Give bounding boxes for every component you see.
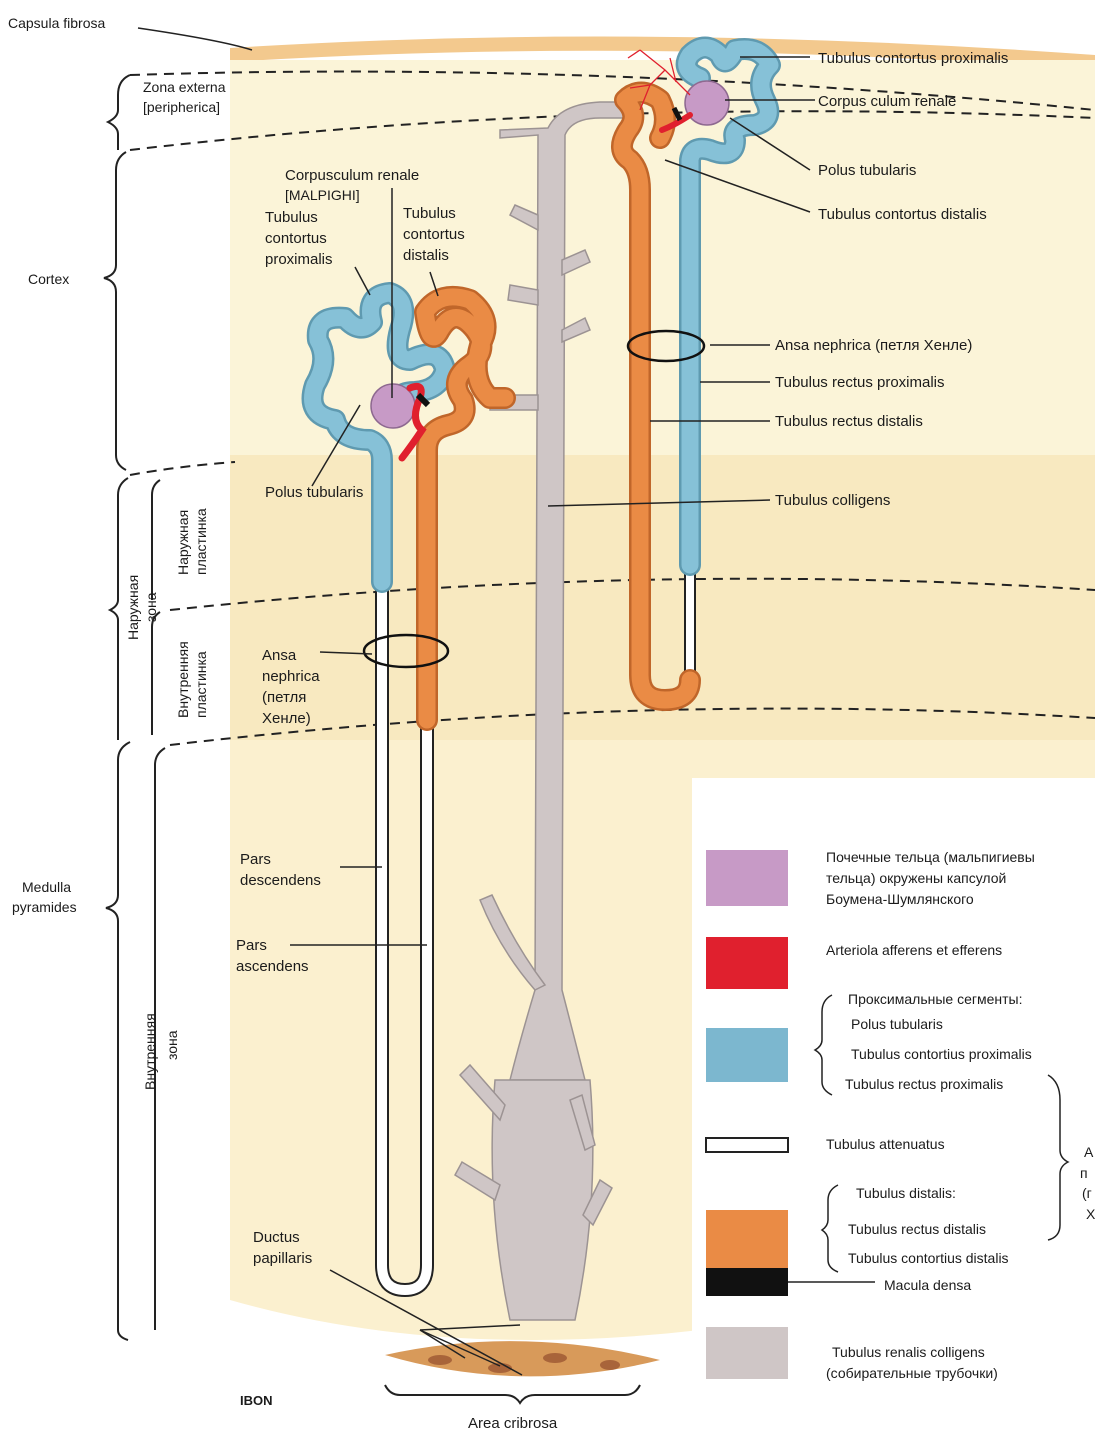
legend-dist-head: Tubulus distalis: — [856, 1185, 956, 1201]
label-ansa-left-4: Хенле) — [262, 710, 311, 727]
legend-attenuatus: Tubulus attenuatus — [826, 1136, 945, 1152]
label-zona-externa: Zona externa — [143, 79, 226, 95]
label-tcd-left-2: contortus — [403, 226, 465, 243]
label-polus-left: Polus tubularis — [265, 484, 363, 501]
label-tcp-left-3: proximalis — [265, 251, 333, 268]
label-corpus-right: Corpus culum renale — [818, 93, 956, 110]
legend-prox-1: Polus tubularis — [851, 1016, 943, 1032]
label-ansa-left-1: Ansa — [262, 647, 297, 664]
label-zona-externa-sub: [peripherica] — [143, 99, 220, 115]
zone-brackets — [104, 75, 165, 1340]
label-area-cribrosa: Area cribrosa — [468, 1415, 558, 1432]
pore-4 — [600, 1360, 620, 1370]
legend-corpuscles-2: тельца) окружены капсулой — [826, 870, 1006, 886]
label-ansa-left-3: (петля — [262, 689, 306, 706]
legend-swatch-corpuscle — [706, 850, 788, 906]
legend-henle-2: п — [1080, 1165, 1088, 1181]
legend-prox-2: Tubulus contortius proximalis — [851, 1046, 1032, 1062]
label-pars-desc-1: Pars — [240, 851, 271, 868]
legend-swatch-distal — [706, 1210, 788, 1268]
label-ansa-right: Ansa nephrica (петля Хенле) — [775, 337, 972, 354]
label-ansa-left-2: nephrica — [262, 668, 320, 685]
label-polus-right: Polus tubularis — [818, 162, 916, 179]
legend-corpuscles-3: Боумена-Шумлянского — [826, 891, 974, 907]
right-corpuscle — [685, 81, 729, 125]
label-tcp-left-1: Tubulus — [265, 209, 318, 226]
legend-arteriola: Arteriola afferens et efferens — [826, 942, 1002, 958]
label-colligens: Tubulus colligens — [775, 492, 890, 509]
label-pars-asc-2: ascendens — [236, 958, 309, 975]
label-pars-desc-2: descendens — [240, 872, 321, 889]
legend-henle-4: Х — [1086, 1206, 1095, 1222]
label-capsula-fibrosa: Capsula fibrosa — [8, 15, 105, 31]
legend-colligens-1: Tubulus renalis colligens — [832, 1344, 985, 1360]
pore-1 — [428, 1355, 452, 1365]
label-pars-asc-1: Pars — [236, 937, 267, 954]
legend-henle-1: А — [1084, 1144, 1094, 1160]
label-tcd-left-3: distalis — [403, 247, 449, 264]
label-medulla-sub: pyramides — [12, 899, 77, 915]
label-ductus-2: papillaris — [253, 1250, 312, 1267]
legend-dist-2: Tubulus contortius distalis — [848, 1250, 1009, 1266]
legend-prox-3: Tubulus rectus proximalis — [845, 1076, 1003, 1092]
label-medulla: Medulla — [22, 879, 71, 895]
pore-3 — [543, 1353, 567, 1363]
label-tcd-right: Tubulus contortus distalis — [818, 206, 987, 223]
logo-mark: IBON — [240, 1393, 273, 1408]
legend-henle-3: (г — [1082, 1185, 1092, 1201]
label-tcp-right: Tubulus contortus proximalis — [818, 50, 1008, 67]
legend-swatch-attenuatus — [706, 1138, 788, 1152]
legend-dist-1: Tubulus rectus distalis — [848, 1221, 986, 1237]
legend-prox-head: Проксимальные сегменты: — [848, 991, 1022, 1007]
legend-swatch-collecting — [706, 1327, 788, 1379]
label-corpusculum: Corpusculum renale — [285, 167, 419, 184]
label-cortex: Cortex — [28, 271, 69, 287]
label-tcp-left-2: contortus — [265, 230, 327, 247]
legend-macula: Macula densa — [884, 1277, 971, 1293]
legend-swatch-arteriole — [706, 937, 788, 989]
label-corpusculum-sub: [MALPIGHI] — [285, 187, 360, 203]
label-tcd-left-1: Tubulus — [403, 205, 456, 222]
label-trp-right: Tubulus rectus proximalis — [775, 374, 945, 391]
legend-swatch-macula — [706, 1268, 788, 1296]
legend-corpuscles-1: Почечные тельца (мальпигиевы — [826, 849, 1035, 865]
legend-colligens-2: (собирательные трубочки) — [826, 1365, 998, 1381]
legend-swatch-proximal — [706, 1028, 788, 1082]
label-trd-right: Tubulus rectus distalis — [775, 413, 923, 430]
label-ductus-1: Ductus — [253, 1229, 300, 1246]
